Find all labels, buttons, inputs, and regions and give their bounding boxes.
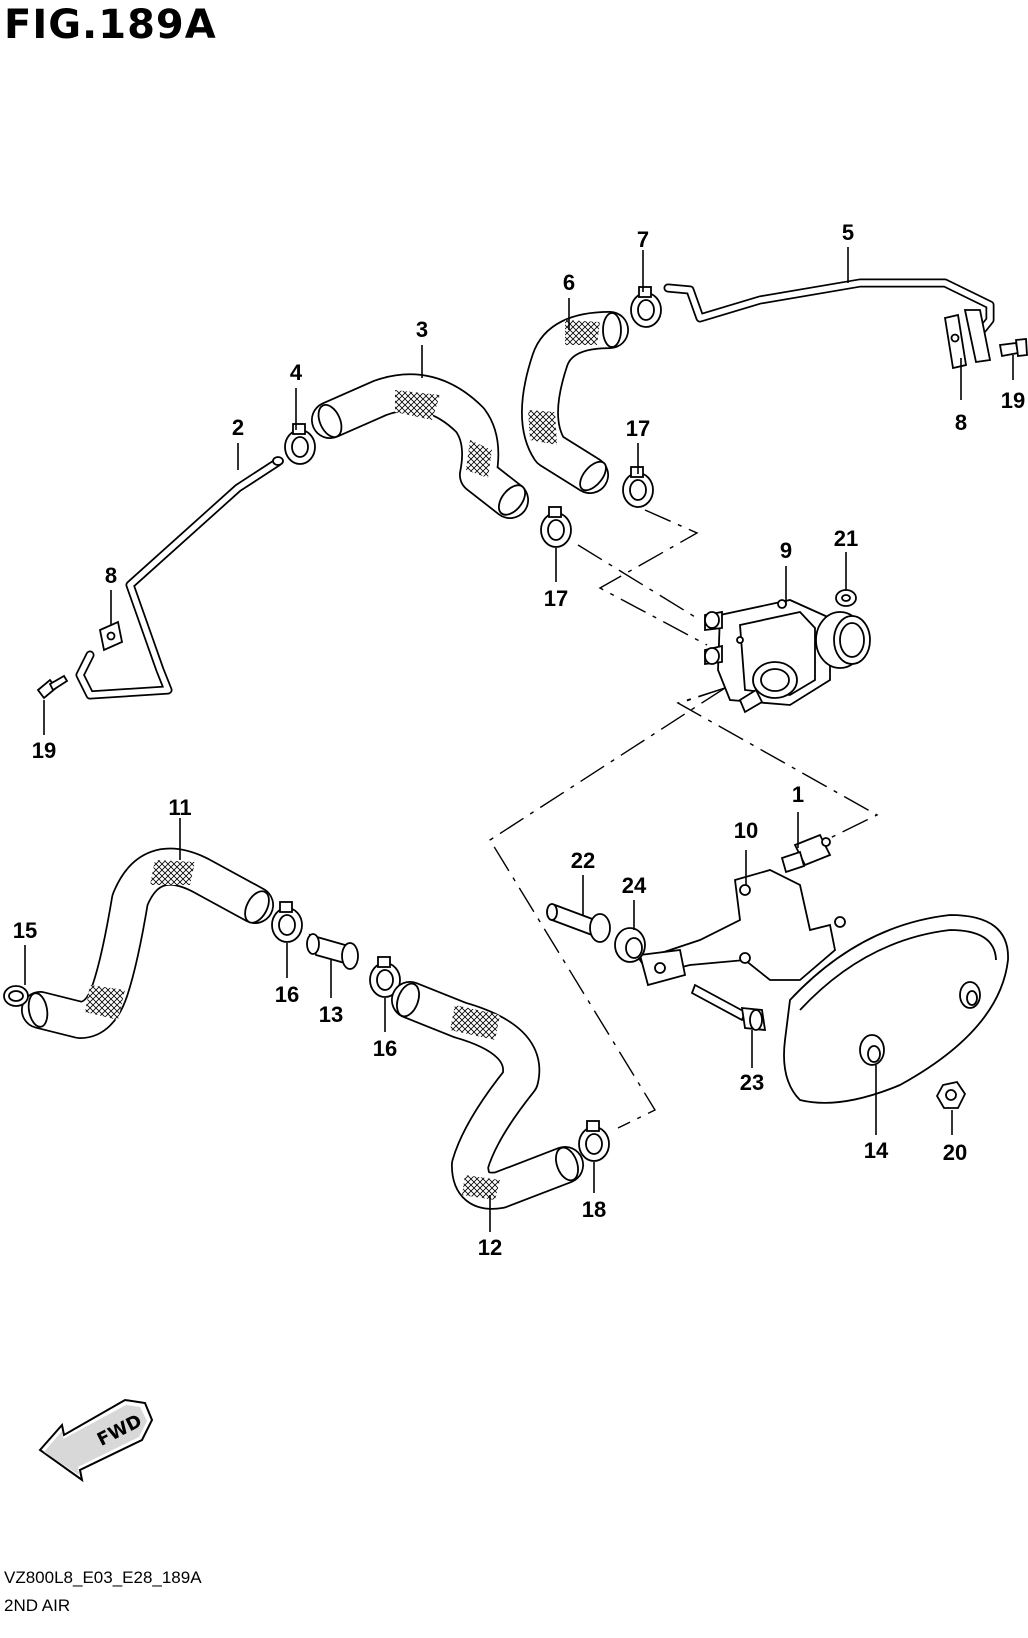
callout-12: 12 <box>478 1235 502 1260</box>
callout-8-left: 8 <box>105 563 117 588</box>
callout-16-right: 16 <box>373 1036 397 1061</box>
callout-17-bottom: 17 <box>544 586 568 611</box>
clamp-16-left[interactable] <box>271 901 303 943</box>
callout-10: 10 <box>734 818 758 843</box>
callout-13: 13 <box>319 1002 343 1027</box>
pipe-5[interactable] <box>663 278 995 340</box>
clamp-17-bottom[interactable] <box>540 506 572 548</box>
callout-19-left: 19 <box>32 738 56 763</box>
callout-15: 15 <box>13 918 37 943</box>
callout-7: 7 <box>637 227 649 252</box>
callout-23: 23 <box>740 1070 764 1095</box>
bracket-10[interactable] <box>638 869 846 987</box>
cover-14[interactable] <box>783 914 1009 1104</box>
callout-11: 11 <box>168 795 191 820</box>
clamp-16-right[interactable] <box>369 956 401 998</box>
leader-lines <box>24 247 1014 1232</box>
bolt-19-left[interactable] <box>36 674 69 700</box>
bracket-8-left[interactable] <box>98 620 124 652</box>
fwd-arrow: FWD <box>38 1398 154 1483</box>
pipe-2[interactable] <box>75 456 284 700</box>
bolt-19-right[interactable] <box>998 338 1028 358</box>
callout-labels: 1 2 3 4 5 6 7 8 8 9 10 11 12 13 14 15 16… <box>13 220 1025 1260</box>
callout-2: 2 <box>232 415 244 440</box>
callout-24: 24 <box>622 873 647 898</box>
clamp-4[interactable] <box>284 423 316 465</box>
figure-code: VZ800L8_E03_E28_189A <box>4 1568 202 1587</box>
clamp-18[interactable] <box>578 1120 610 1162</box>
figure-name: 2ND AIR <box>4 1596 71 1615</box>
valve-9[interactable] <box>704 599 871 714</box>
hose-12[interactable] <box>391 981 584 1210</box>
figure-title: FIG.189A <box>4 2 217 48</box>
callout-3: 3 <box>416 317 428 342</box>
callout-1: 1 <box>792 782 804 807</box>
assembly-dashed-lines <box>489 509 879 1129</box>
callout-19-right: 19 <box>1001 388 1025 413</box>
hose-6[interactable] <box>521 311 629 495</box>
callout-17-top: 17 <box>626 416 650 441</box>
callout-9: 9 <box>780 538 792 563</box>
callout-16-left: 16 <box>275 982 299 1007</box>
callout-18: 18 <box>582 1197 606 1222</box>
cap-15[interactable] <box>3 985 29 1007</box>
clamp-7[interactable] <box>630 286 662 328</box>
hose-11[interactable] <box>21 847 274 1039</box>
callout-20: 20 <box>943 1140 967 1165</box>
callout-21: 21 <box>834 526 858 551</box>
callout-8-right: 8 <box>955 410 967 435</box>
callout-14: 14 <box>864 1138 889 1163</box>
nut-20[interactable] <box>935 1080 967 1109</box>
nut-21[interactable] <box>835 589 857 607</box>
callout-5: 5 <box>842 220 854 245</box>
hose-3[interactable] <box>311 373 530 520</box>
bolt-23[interactable] <box>690 983 767 1032</box>
callout-22: 22 <box>571 848 595 873</box>
bracket-8-right[interactable] <box>943 309 992 370</box>
bolt-1[interactable] <box>780 833 832 874</box>
callout-4: 4 <box>290 360 303 385</box>
grommet-24[interactable] <box>614 927 646 963</box>
pin-22[interactable] <box>546 903 611 943</box>
joint-13[interactable] <box>306 933 359 970</box>
callout-6: 6 <box>563 270 575 295</box>
